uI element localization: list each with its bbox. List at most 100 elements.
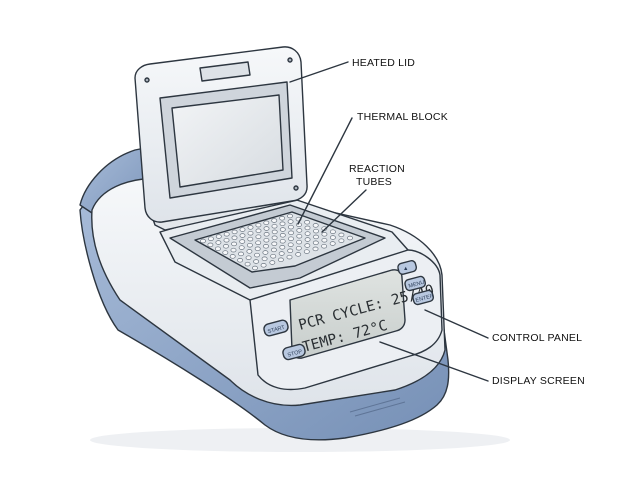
reaction-tube-well bbox=[231, 241, 238, 247]
up-button[interactable]: ▲ bbox=[397, 260, 418, 275]
menu-button-label: MENU bbox=[408, 280, 425, 290]
reaction-tube-well bbox=[271, 218, 278, 223]
leader-reaction-tubes bbox=[321, 189, 367, 233]
reaction-tube-well bbox=[231, 235, 238, 241]
reaction-tube-well bbox=[239, 227, 246, 232]
reaction-tube-well bbox=[255, 240, 262, 245]
lid-screw-icon bbox=[144, 77, 150, 83]
stop-button-label: STOP bbox=[287, 349, 303, 359]
reaction-tube-well bbox=[215, 234, 222, 239]
reaction-tube-well bbox=[329, 229, 336, 234]
reaction-tube-well bbox=[338, 232, 345, 238]
label-heated-lid: HEATED LID bbox=[352, 57, 415, 69]
menu-button[interactable]: MENU bbox=[404, 275, 427, 292]
reaction-tube-well bbox=[252, 265, 258, 271]
reaction-tube-well bbox=[200, 238, 206, 244]
reaction-tube-well bbox=[329, 241, 336, 246]
reaction-tube-well bbox=[214, 246, 221, 251]
stop-button[interactable]: STOP bbox=[282, 343, 306, 361]
reaction-tube-well bbox=[271, 241, 278, 247]
reaction-tube-well bbox=[263, 220, 270, 226]
reaction-tube-well bbox=[247, 230, 254, 236]
reaction-tube-well bbox=[229, 254, 236, 259]
reaction-tube-well bbox=[288, 236, 294, 241]
reaction-tube-well bbox=[288, 230, 295, 236]
reaction-tube-well bbox=[279, 245, 286, 250]
reaction-tube-well bbox=[278, 251, 285, 256]
reaction-tube-well bbox=[287, 213, 293, 219]
reaction-tube-well bbox=[260, 263, 267, 268]
floor-shadow bbox=[90, 428, 510, 452]
lid-screw-icon bbox=[287, 57, 293, 63]
side-vent bbox=[349, 397, 406, 417]
reaction-tube-well bbox=[304, 231, 311, 236]
reaction-tube-well bbox=[239, 233, 246, 238]
reaction-tube-well bbox=[286, 254, 293, 260]
reaction-tube-well bbox=[255, 234, 262, 239]
reaction-tube-well bbox=[246, 249, 253, 254]
reaction-tube-well bbox=[271, 223, 278, 229]
reaction-tube-well bbox=[287, 248, 294, 254]
reaction-tube-well bbox=[223, 244, 229, 249]
reaction-tube-well bbox=[263, 237, 270, 243]
lid-heating-plate bbox=[171, 94, 284, 188]
reaction-tube-well bbox=[321, 243, 328, 249]
heated-lid bbox=[134, 46, 308, 231]
reaction-tube-well bbox=[304, 225, 311, 231]
reaction-tube-well bbox=[244, 261, 251, 267]
reaction-tube-well bbox=[270, 247, 277, 253]
reaction-tube-well bbox=[296, 233, 303, 239]
reaction-tube-well bbox=[262, 250, 269, 255]
reaction-tube-well bbox=[253, 259, 260, 264]
reaction-tube-well bbox=[279, 238, 286, 244]
reaction-tube-well bbox=[347, 235, 353, 241]
reaction-tube-well bbox=[313, 228, 319, 234]
reaction-tube-well bbox=[261, 256, 268, 262]
label-control-panel: CONTROL PANEL bbox=[492, 332, 582, 344]
reaction-tube-well bbox=[279, 233, 286, 238]
reaction-tube-well bbox=[279, 221, 286, 227]
reaction-tube-well bbox=[279, 227, 286, 232]
reaction-tube-well bbox=[287, 219, 294, 224]
lid-latch bbox=[199, 61, 251, 82]
reaction-tube-well bbox=[237, 258, 244, 263]
reaction-tube-well bbox=[304, 243, 311, 248]
reaction-tube-well bbox=[321, 237, 328, 243]
reaction-tube-well bbox=[296, 239, 303, 245]
reaction-tube-well bbox=[277, 257, 284, 263]
reaction-tube-well bbox=[230, 247, 237, 253]
leader-control-panel bbox=[424, 309, 489, 339]
reaction-tube-well bbox=[254, 246, 261, 252]
enter-button[interactable]: ENTER bbox=[412, 289, 435, 306]
reaction-tubes bbox=[200, 213, 353, 271]
reaction-tube-well bbox=[303, 249, 310, 254]
leader-thermal-block bbox=[297, 117, 353, 225]
reaction-tube-well bbox=[239, 239, 246, 244]
reaction-tube-well bbox=[271, 235, 278, 241]
reaction-tube-well bbox=[295, 245, 302, 251]
reaction-tube-well bbox=[338, 238, 345, 243]
reaction-tube-well bbox=[269, 260, 276, 265]
start-button-label: START bbox=[267, 325, 286, 335]
reaction-tube-well bbox=[231, 229, 238, 235]
reaction-tube-well bbox=[263, 226, 270, 231]
reaction-tube-well bbox=[246, 242, 253, 248]
reaction-tube-well bbox=[279, 216, 286, 221]
reaction-tube-well bbox=[207, 242, 214, 248]
reaction-tube-well bbox=[312, 240, 319, 246]
reaction-tube-well bbox=[329, 235, 336, 240]
reaction-tube-well bbox=[312, 223, 319, 228]
leader-display-screen bbox=[379, 341, 489, 382]
reaction-tube-well bbox=[287, 242, 294, 247]
start-button[interactable]: START bbox=[263, 319, 289, 337]
reaction-tube-well bbox=[312, 246, 319, 252]
reaction-tube-well bbox=[295, 252, 302, 257]
leader-heated-lid bbox=[289, 61, 349, 83]
reaction-tube-well bbox=[255, 222, 262, 228]
reaction-tube-well bbox=[304, 220, 311, 225]
reaction-tube-well bbox=[223, 231, 230, 237]
reaction-tube-well bbox=[263, 232, 270, 237]
label-reaction-tubes-line2: TUBES bbox=[356, 176, 392, 188]
label-reaction-tubes-line1: REACTION bbox=[349, 163, 405, 175]
reaction-tube-well bbox=[313, 234, 319, 240]
